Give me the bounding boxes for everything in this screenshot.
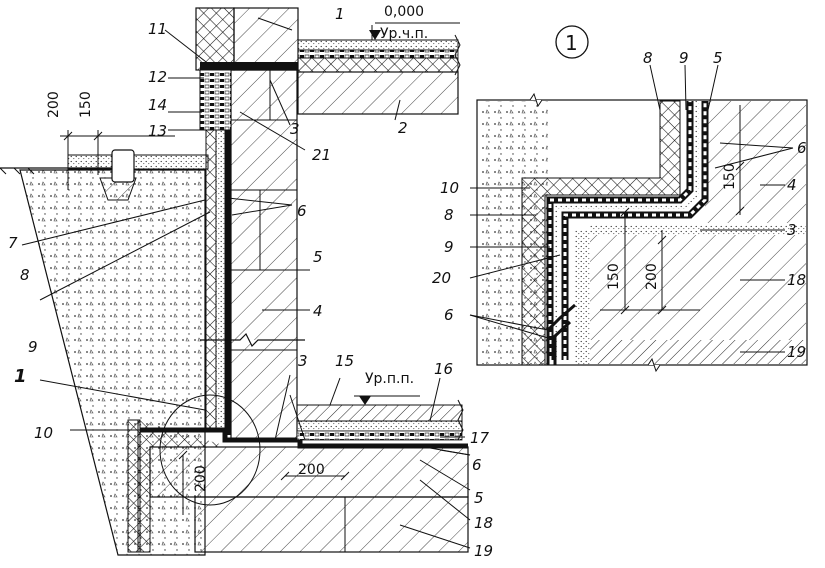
ground-hatch — [0, 167, 35, 175]
label-1-top: 1 — [335, 5, 345, 23]
basement-floor-screed — [296, 420, 463, 432]
protective-layer-wall — [205, 129, 217, 431]
label-2: 2 — [398, 119, 408, 137]
label-8-main: 8 — [20, 266, 30, 284]
blind-area — [67, 154, 209, 170]
detail-waterproof-layers — [546, 303, 576, 365]
floor-insulation — [297, 49, 459, 59]
detail-break-bottom — [647, 357, 661, 373]
waterproofing-wall — [215, 114, 226, 431]
label-9-detail: 9 — [444, 238, 454, 256]
detail-foundation-slab — [590, 235, 806, 340]
detail-title-circle — [555, 25, 589, 59]
callout-1-main: 1 — [14, 366, 27, 387]
dim-150-detail: 150 — [606, 263, 622, 290]
floor-slab — [297, 71, 459, 115]
label-15: 15 — [335, 352, 354, 370]
label-18-main: 18 — [474, 514, 493, 532]
label-9-detail-top: 9 — [679, 49, 689, 67]
dimension-200-150 — [60, 130, 175, 190]
foundation-slab — [149, 446, 469, 498]
dim-150-detail-top: 150 — [722, 163, 738, 190]
label-5-main: 5 — [313, 248, 323, 266]
damp-proof-course — [200, 62, 298, 70]
dimension-200-floor — [178, 450, 350, 515]
detail-break-top — [529, 92, 543, 108]
floor-base — [297, 57, 459, 73]
level-basement-floor: Ур.п.п. — [365, 371, 414, 387]
fillet-line — [289, 394, 306, 441]
label-5-floor: 5 — [474, 489, 484, 507]
detail-dimensions — [600, 105, 745, 315]
label-5-detail: 5 — [713, 49, 723, 67]
label-17: 17 — [470, 429, 490, 447]
detail-frame — [476, 99, 808, 366]
dim-200-floor: 200 — [298, 462, 325, 478]
label-16: 16 — [434, 360, 453, 378]
label-10-main: 10 — [34, 424, 53, 442]
label-4-detail: 4 — [787, 176, 797, 194]
upper-wall-insulation — [195, 7, 235, 71]
detail-screed-side — [575, 230, 590, 365]
label-7: 7 — [8, 234, 18, 252]
floor-screed — [297, 39, 459, 51]
label-20: 20 — [432, 269, 451, 287]
label-6-detail-right: 6 — [797, 139, 807, 157]
basement-floor-finish — [296, 404, 463, 422]
level-zero-value: 0,000 — [384, 4, 424, 20]
detail-wall — [705, 101, 806, 223]
level-floor-label: Ур.ч.п. — [380, 26, 428, 42]
outer-protection-foot — [127, 419, 141, 553]
label-8-detail-top: 8 — [643, 49, 653, 67]
label-18-detail: 18 — [787, 271, 806, 289]
label-14: 14 — [148, 96, 167, 114]
wall-break-line — [200, 332, 305, 348]
label-3-detail: 3 — [787, 221, 797, 239]
upper-wall — [233, 7, 299, 71]
label-3-floor: 3 — [298, 352, 308, 370]
slab-break — [454, 34, 461, 76]
basement-floor-waterproofing — [296, 430, 463, 441]
label-13: 13 — [148, 122, 167, 140]
basement-wall — [230, 69, 298, 441]
dim-200-top: 200 — [46, 91, 62, 118]
floor-break — [457, 399, 464, 441]
dim-150-top: 150 — [78, 91, 94, 118]
leader-lines-detail — [469, 64, 794, 353]
label-6-main: 6 — [297, 202, 307, 220]
label-19-main: 19 — [474, 542, 493, 560]
membrane-wall — [225, 110, 231, 435]
label-3-top: 3 — [290, 120, 300, 138]
dim-200-vertical: 200 — [193, 465, 209, 492]
label-11: 11 — [148, 20, 167, 38]
label-12: 12 — [148, 68, 167, 86]
label-19-detail: 19 — [787, 343, 806, 361]
label-9-main: 9 — [28, 338, 38, 356]
detail-protection-outer — [521, 100, 681, 366]
concrete-preparation — [194, 496, 469, 553]
label-6-detail-left: 6 — [444, 306, 454, 324]
drain-pipe — [111, 149, 135, 183]
level-marker-basement — [359, 396, 371, 405]
leader-lines-main — [21, 17, 471, 549]
dim-200-detail: 200 — [644, 263, 660, 290]
plinth-facing — [199, 69, 232, 131]
detail-callout-circle — [159, 394, 261, 506]
label-21: 21 — [312, 146, 331, 164]
membrane-under-slab — [140, 427, 468, 449]
label-10-detail: 10 — [440, 179, 459, 197]
label-8-detail: 8 — [444, 206, 454, 224]
label-4-main: 4 — [313, 302, 323, 320]
detail-title-number: 1 — [565, 31, 578, 55]
detail-screed — [590, 225, 806, 235]
label-6-floor: 6 — [472, 456, 482, 474]
